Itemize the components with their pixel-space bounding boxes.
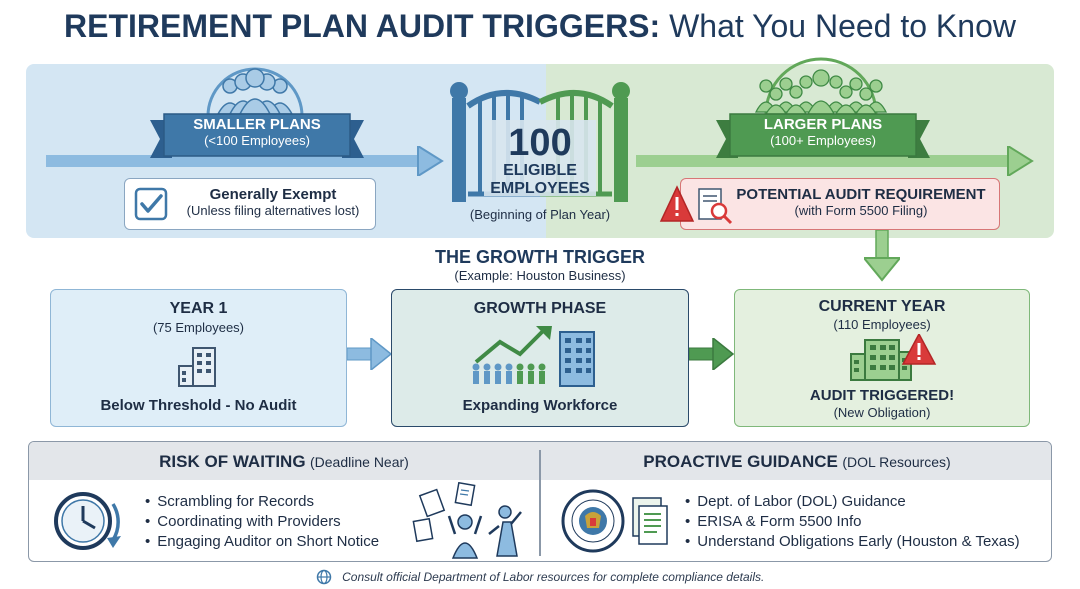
potential-audit-sub: (with Form 5500 Filing) bbox=[794, 203, 928, 218]
potential-audit-title: POTENTIAL AUDIT REQUIREMENT bbox=[736, 186, 986, 203]
risk-item-3: Engaging Auditor on Short Notice bbox=[145, 532, 379, 552]
risk-heading: RISK OF WAITING (Deadline Near) bbox=[29, 452, 539, 472]
large-group-icon bbox=[754, 57, 888, 115]
footer-note: Consult official Department of Labor res… bbox=[342, 569, 765, 584]
stage-current-title: CURRENT YEAR bbox=[818, 298, 946, 315]
stage-growth-title: GROWTH PHASE bbox=[473, 300, 607, 317]
title-bold: RETIREMENT PLAN AUDIT TRIGGERS: bbox=[64, 8, 661, 44]
stage-arrow-2 bbox=[689, 338, 735, 370]
checkbox-check-icon bbox=[134, 187, 168, 221]
threshold-line2: EMPLOYEES bbox=[490, 180, 590, 197]
growth-sub: (Example: Houston Business) bbox=[454, 268, 626, 283]
guidance-title: PROACTIVE GUIDANCE bbox=[643, 452, 838, 471]
small-group-icon bbox=[206, 67, 304, 117]
stage-current-caption: AUDIT TRIGGERED! bbox=[809, 387, 955, 404]
guidance-item-3: Understand Obligations Early (Houston & … bbox=[685, 532, 1019, 552]
guidance-item-2: ERISA & Form 5500 Info bbox=[685, 512, 1020, 532]
smaller-flow-arrow bbox=[46, 146, 444, 176]
threshold-sub: (Beginning of Plan Year) bbox=[469, 207, 611, 222]
larger-plans-label: LARGER PLANS bbox=[763, 116, 883, 133]
dol-seal-documents-icon bbox=[561, 489, 668, 553]
larger-plans-ribbon: LARGER PLANS (100+ Employees) bbox=[730, 116, 916, 148]
stage-growth-caption: Expanding Workforce bbox=[462, 397, 618, 414]
risk-title: RISK OF WAITING bbox=[159, 452, 306, 471]
globe-icon bbox=[316, 569, 331, 585]
stage-arrow-1 bbox=[347, 338, 393, 370]
growth-chart-people-icon bbox=[472, 326, 595, 387]
page-title: RETIREMENT PLAN AUDIT TRIGGERS: What You… bbox=[0, 8, 1080, 45]
stressed-paperwork-icon bbox=[412, 482, 522, 559]
exempt-title: Generally Exempt bbox=[209, 186, 337, 203]
warning-document-icon bbox=[659, 185, 733, 225]
stage-year1-title: YEAR 1 bbox=[169, 300, 228, 317]
small-building-icon bbox=[178, 347, 216, 387]
bottom-panel: RISK OF WAITING (Deadline Near) Scrambli… bbox=[28, 441, 1052, 562]
risk-list: Scrambling for Records Coordinating with… bbox=[145, 492, 379, 552]
risk-item-1: Scrambling for Records bbox=[145, 492, 379, 512]
stage-growth: GROWTH PHASE Expanding Workforce bbox=[391, 289, 689, 427]
larger-plans-sub: (100+ Employees) bbox=[770, 133, 876, 148]
risk-title-sub: (Deadline Near) bbox=[310, 454, 409, 470]
growth-heading: THE GROWTH TRIGGER (Example: Houston Bus… bbox=[390, 247, 690, 283]
stage-current-sub: (110 Employees) bbox=[833, 317, 931, 332]
footer: Consult official Department of Labor res… bbox=[0, 568, 1080, 586]
down-arrow bbox=[864, 230, 900, 282]
threshold-gate-icon bbox=[450, 82, 630, 202]
clock-icon bbox=[54, 492, 121, 550]
title-rest: What You Need to Know bbox=[669, 8, 1016, 44]
guidance-list: Dept. of Labor (DOL) Guidance ERISA & Fo… bbox=[685, 492, 1020, 552]
guidance-heading: PROACTIVE GUIDANCE (DOL Resources) bbox=[541, 452, 1051, 472]
stage-year1-sub: (75 Employees) bbox=[152, 320, 245, 335]
threshold-number: 100 bbox=[508, 122, 572, 164]
smaller-plans-ribbon: SMALLER PLANS (<100 Employees) bbox=[164, 116, 350, 148]
stage-current: CURRENT YEAR (110 Employees) AUDIT TRIGG… bbox=[734, 289, 1030, 427]
stage-current-caption-sub: (New Obligation) bbox=[833, 405, 931, 420]
bottom-divider bbox=[539, 450, 541, 556]
building-warning-icon bbox=[850, 334, 937, 381]
smaller-plans-label: SMALLER PLANS bbox=[193, 116, 321, 133]
exempt-sub: (Unless filing alternatives lost) bbox=[186, 203, 360, 218]
smaller-plans-ribbon-shape bbox=[150, 113, 364, 158]
risk-item-2: Coordinating with Providers bbox=[145, 512, 379, 532]
smaller-plans-sub: (<100 Employees) bbox=[204, 133, 310, 148]
stage-year1-caption: Below Threshold - No Audit bbox=[100, 397, 297, 414]
larger-plans-ribbon-shape bbox=[716, 113, 930, 158]
generally-exempt-box: Generally Exempt (Unless filing alternat… bbox=[124, 178, 376, 230]
guidance-title-sub: (DOL Resources) bbox=[842, 454, 951, 470]
stage-year1: YEAR 1 (75 Employees) Below Threshold - … bbox=[50, 289, 347, 427]
threshold-line1: ELIGIBLE bbox=[503, 162, 577, 179]
growth-title: THE GROWTH TRIGGER bbox=[435, 247, 645, 267]
threshold-label: 100 ELIGIBLE EMPLOYEES bbox=[470, 124, 610, 198]
guidance-item-1: Dept. of Labor (DOL) Guidance bbox=[685, 492, 1020, 512]
potential-audit-box: POTENTIAL AUDIT REQUIREMENT (with Form 5… bbox=[659, 178, 1000, 230]
